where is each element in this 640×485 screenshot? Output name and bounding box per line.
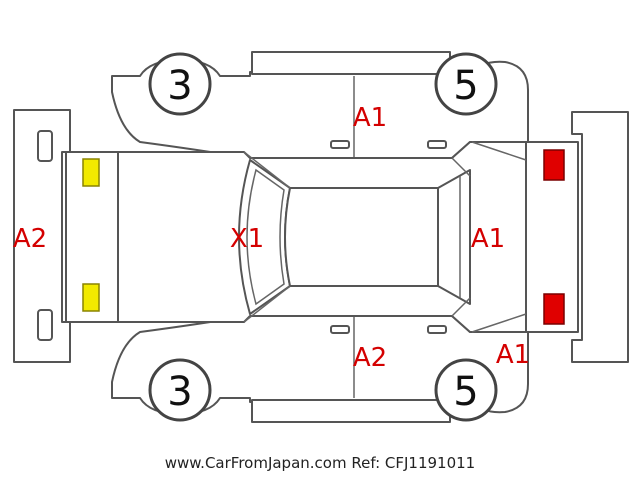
damage-mark-hood: X1 — [230, 224, 264, 254]
damage-mark-front-bumper: A2 — [13, 224, 47, 254]
bottom-rear-handle — [427, 325, 447, 334]
a-pillar-bottom — [243, 285, 291, 323]
roof — [284, 187, 439, 287]
bottom-sill — [251, 399, 451, 423]
red-taillamp-icon — [543, 293, 565, 325]
windshield-inner — [246, 168, 285, 306]
tire-front-right: 3 — [148, 358, 212, 422]
top-sill — [251, 51, 451, 75]
top-rear-handle — [427, 140, 447, 149]
damage-mark-rear-corner: A1 — [496, 340, 530, 370]
tire-icon — [148, 358, 212, 422]
bottom-front-handle — [330, 325, 350, 334]
front-bumper-vent-top — [37, 130, 53, 162]
tailgate-window-edge — [471, 141, 527, 161]
damage-mark-tailgate: A1 — [471, 224, 505, 254]
tire-rear-left-label: 5 — [453, 63, 478, 109]
front-bumper — [13, 109, 71, 363]
footer-reference: www.CarFromJapan.com Ref: CFJ1191011 — [165, 454, 475, 472]
tire-front-right-label: 3 — [167, 369, 192, 415]
amber-headlamp-icon — [82, 158, 100, 187]
a-pillar-top — [243, 151, 291, 189]
tire-rear-right-label: 5 — [453, 369, 478, 415]
tire-rear-right: 5 — [434, 358, 498, 422]
damage-mark-top-rear-door: A1 — [353, 103, 387, 133]
tire-icon — [434, 358, 498, 422]
red-taillamp-icon — [543, 149, 565, 181]
c-pillar-bottom — [451, 297, 471, 317]
amber-headlamp-icon — [82, 283, 100, 312]
tailgate-window-edge-bottom — [471, 313, 527, 333]
tire-front-left-label: 3 — [167, 63, 192, 109]
c-pillar-top — [451, 157, 471, 177]
front-bumper-vent-bottom — [37, 309, 53, 341]
damage-mark-bottom-rear-door: A2 — [353, 343, 387, 373]
rear-window — [437, 169, 471, 305]
top-front-handle — [330, 140, 350, 149]
tire-front-left: 3 — [148, 52, 212, 116]
tire-icon — [434, 52, 498, 116]
tire-icon — [148, 52, 212, 116]
rear-bumper — [571, 111, 629, 363]
tire-rear-left: 5 — [434, 52, 498, 116]
